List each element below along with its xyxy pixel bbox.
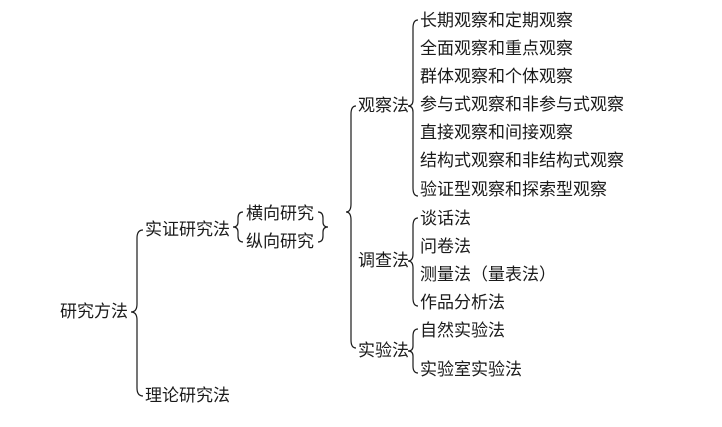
observation-brace — [407, 19, 419, 197]
experiment-label: 实验法 — [358, 341, 409, 361]
survey-item: 问卷法 — [420, 237, 471, 257]
root-label: 研究方法 — [60, 302, 128, 322]
survey-item: 谈话法 — [420, 209, 471, 229]
empirical-brace-left — [232, 211, 244, 243]
longitudinal-study-label: 纵向研究 — [246, 232, 314, 252]
observation-item: 群体观察和个体观察 — [420, 67, 573, 87]
horizontal-study-label: 横向研究 — [246, 204, 314, 224]
observation-item: 全面观察和重点观察 — [420, 39, 573, 59]
experiment-item: 实验室实验法 — [420, 360, 522, 380]
experiment-item: 自然实验法 — [420, 321, 505, 341]
observation-label: 观察法 — [358, 96, 409, 116]
root-brace — [130, 229, 144, 397]
observation-item: 直接观察和间接观察 — [420, 123, 573, 143]
survey-item: 测量法（量表法） — [420, 265, 556, 285]
observation-item: 参与式观察和非参与式观察 — [420, 95, 624, 115]
method-brace — [345, 105, 357, 349]
empirical-brace-right — [317, 211, 329, 243]
observation-item: 验证型观察和探索型观察 — [420, 180, 607, 200]
survey-label: 调查法 — [358, 251, 409, 271]
observation-item: 长期观察和定期观察 — [420, 11, 573, 31]
empirical-label: 实证研究法 — [145, 220, 230, 240]
experiment-brace — [407, 328, 419, 374]
theoretical-label: 理论研究法 — [145, 386, 230, 406]
survey-brace — [407, 217, 419, 307]
observation-item: 结构式观察和非结构式观察 — [420, 151, 624, 171]
survey-item: 作品分析法 — [420, 293, 505, 313]
